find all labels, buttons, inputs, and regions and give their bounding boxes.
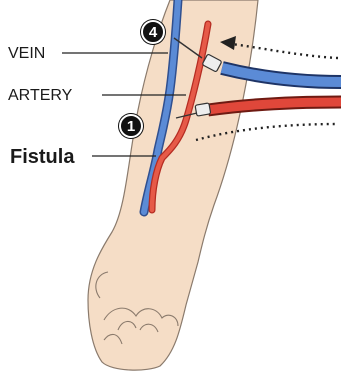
arterial-needle-number-badge: 1 [119,114,143,138]
artery-label: ARTERY [8,88,72,104]
venous-needle-number-badge: 4 [141,20,165,44]
vein-label: VEIN [8,46,45,62]
fistula-label: Fistula [10,147,74,167]
